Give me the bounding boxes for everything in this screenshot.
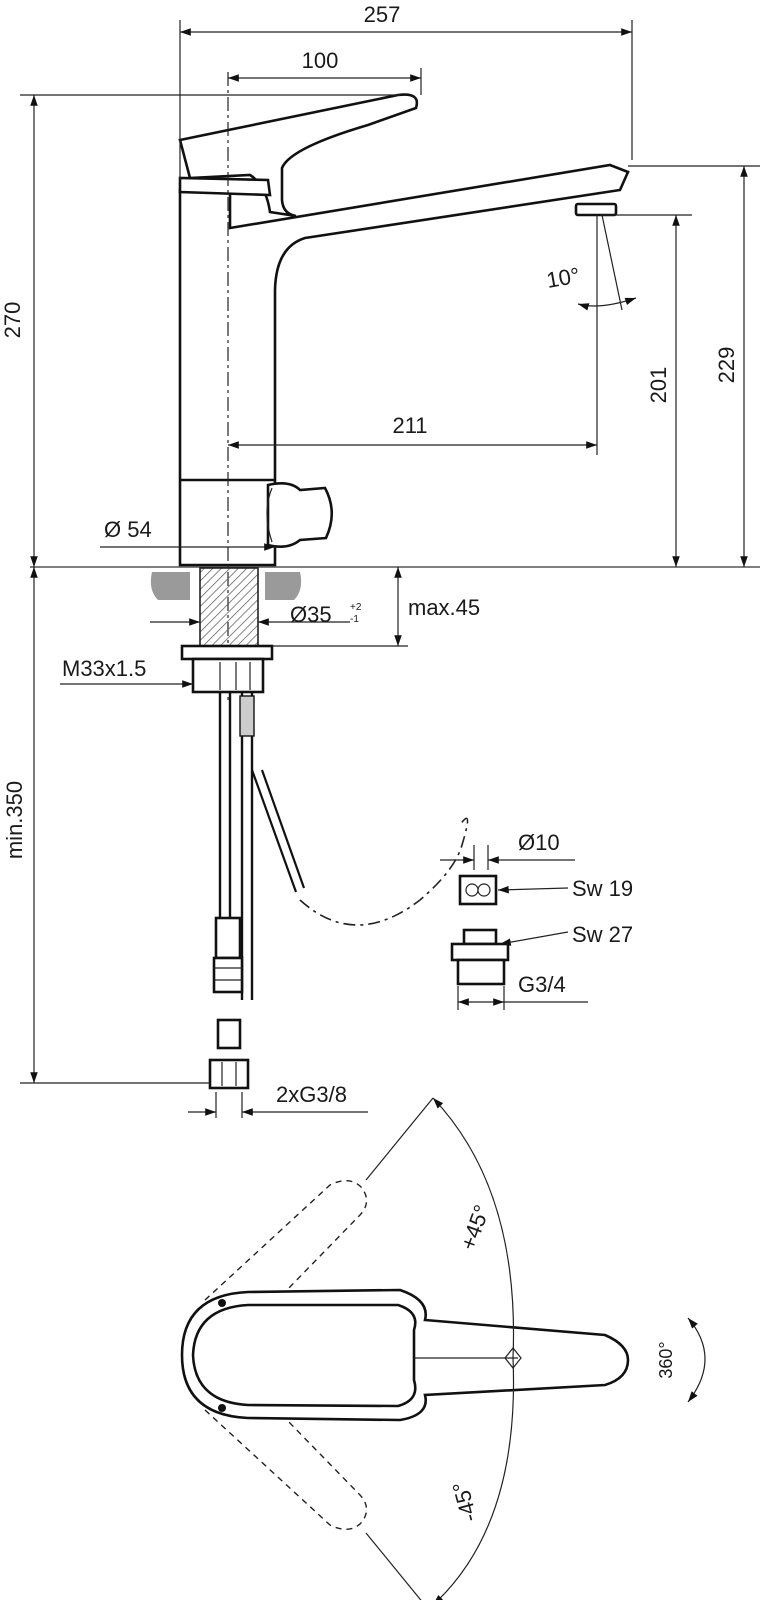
dim-201: 201	[646, 367, 671, 404]
mounting-assembly	[30, 566, 760, 1090]
lever-minus45-position	[204, 1379, 368, 1530]
dim-hole-tol-upper: +2	[350, 602, 362, 613]
counter-right	[265, 572, 302, 600]
spout-outlet	[574, 202, 618, 217]
dim-257: 257	[364, 2, 401, 27]
side-knob	[266, 482, 334, 548]
hose-coupling	[212, 956, 244, 994]
dim-base-diameter: Ø 54	[104, 517, 152, 542]
label-360deg: 360°	[656, 1341, 676, 1378]
dim-229: 229	[714, 347, 739, 384]
dim-270: 270	[0, 302, 25, 339]
dim-10deg: 10°	[545, 263, 582, 293]
sw27-valve-hex	[450, 942, 510, 962]
dim-211: 211	[392, 413, 427, 438]
dim-max45: max.45	[408, 595, 480, 620]
dim-thread: M33x1.5	[62, 656, 146, 681]
dim-100: 100	[302, 48, 339, 73]
label-sw19: Sw 19	[572, 876, 633, 901]
label-g34: G3/4	[518, 972, 566, 997]
mounting-nut	[191, 657, 265, 694]
faucet-column	[178, 163, 630, 567]
hose-connector	[216, 1018, 242, 1050]
rotation-arc	[687, 1317, 706, 1403]
threaded-shank	[199, 567, 259, 647]
counter-left	[150, 572, 190, 600]
lever-collar	[178, 176, 272, 197]
label-plus45: +45°	[455, 1201, 494, 1253]
swing-arc	[432, 1097, 515, 1600]
spray-hose-dashed	[299, 817, 469, 926]
label-minus45: -45°	[447, 1479, 482, 1525]
dim-hose-connection: 2xG3/8	[276, 1082, 347, 1107]
sw27-valve-thread	[456, 958, 506, 986]
dim-hole-tol-lower: -1	[350, 614, 359, 625]
sw27-valve-top	[462, 928, 498, 946]
dim-hole-diameter: Ø35	[290, 602, 332, 627]
hose-ferrule	[214, 916, 242, 960]
spray-hose	[250, 769, 298, 893]
dim-hose-diameter: Ø10	[518, 830, 560, 855]
lever-top-inner	[191, 1303, 417, 1408]
hose-nut	[208, 1058, 250, 1090]
faucet-side-view	[178, 72, 630, 700]
mounting-washer	[180, 644, 274, 661]
side-knob-detail	[266, 487, 273, 543]
dim-min350: min.350	[2, 781, 27, 859]
label-sw27: Sw 27	[572, 922, 633, 947]
faucet-top-view	[180, 1097, 706, 1600]
lever-plus45-position	[204, 1180, 368, 1331]
dimension-labels: 257 100 270 229 201 211 10° Ø 54 Ø35 +2 …	[0, 2, 739, 1525]
dimension-lines	[20, 20, 760, 1118]
